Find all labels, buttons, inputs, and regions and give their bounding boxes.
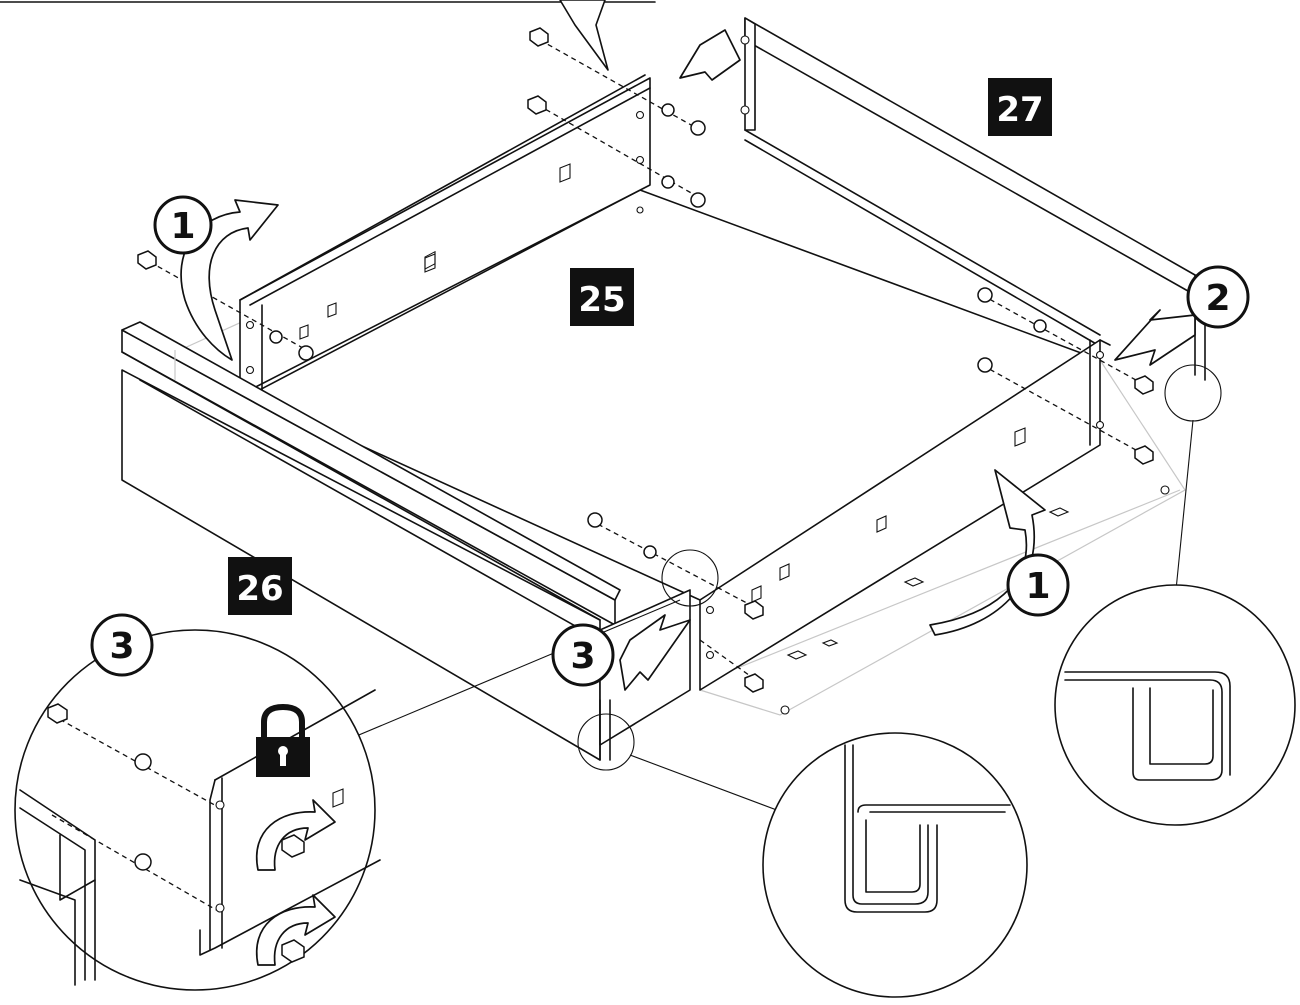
step-marker-1-left: 1: [153, 195, 213, 255]
step-label-3-detail: 3: [109, 626, 134, 667]
detail-circle-step-3: [14, 629, 381, 991]
front-panel-26: [121, 321, 691, 761]
part-label-27: 27: [996, 90, 1043, 130]
detail-circle-profile-right: [1054, 584, 1296, 826]
callout-pointer-top: [0, 0, 656, 71]
part-label-25: 25: [578, 280, 625, 320]
step-marker-3-main: 3: [551, 623, 615, 687]
left-wall: [239, 74, 651, 396]
arrow-step-2: [1114, 309, 1196, 366]
part-label-26: 26: [236, 569, 283, 609]
part-tag-25: 25: [570, 268, 634, 326]
step-label-1-left: 1: [170, 206, 195, 247]
part-tag-27: 27: [988, 78, 1052, 136]
right-wall: [699, 339, 1170, 715]
back-panel-27: [740, 17, 1206, 381]
fasteners: [137, 27, 1154, 693]
screws: [137, 27, 1154, 693]
part-tag-26: 26: [228, 557, 292, 615]
arrow-step-3: [619, 614, 691, 691]
step-marker-3-detail: 3: [90, 613, 154, 677]
arrow-left-top: [679, 29, 741, 81]
step-label-3-main: 3: [570, 636, 595, 677]
step-marker-1-right: 1: [1006, 553, 1070, 617]
step-label-1-right: 1: [1025, 566, 1050, 607]
step-marker-2: 2: [1186, 265, 1250, 329]
nuts-washers: [269, 103, 1047, 559]
lock-icon: [256, 703, 310, 777]
step-label-2: 2: [1205, 278, 1230, 319]
detail-circle-profile-bottom: [762, 732, 1028, 998]
arrow-step-1-right: [929, 469, 1046, 636]
detail-markers: [334, 364, 1222, 816]
